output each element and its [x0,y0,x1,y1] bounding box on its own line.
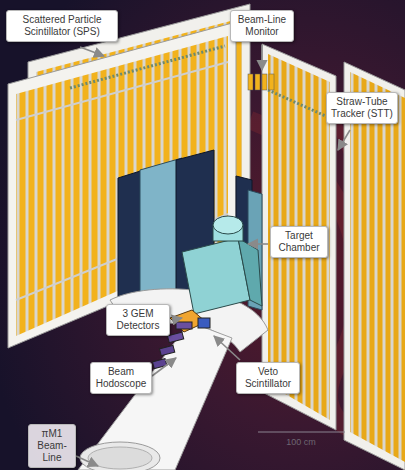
callout-box: 3 GEM Detectors [106,304,170,336]
sps-right-wall [262,44,405,470]
leader-arrows [76,45,350,466]
scale-label: 100 cm [276,437,326,447]
callout-label: Beam-Line Monitor [235,14,289,38]
scale-bar [258,432,345,433]
callout-label: Veto Scintillator [241,366,295,390]
callout-label: 3 GEM Detectors [111,308,165,332]
callout-box: πM1 Beam-Line [28,424,76,468]
callout-label: Straw-Tube Tracker (STT) [331,96,393,120]
callout-label: πM1 Beam-Line [33,428,71,464]
target-chamber [182,216,262,314]
callout-box: Beam-Line Monitor [230,10,294,42]
callout-box: Target Chamber [270,226,328,258]
beam-line-monitor [248,74,274,90]
callout-label: Beam Hodoscope [95,366,147,390]
callout-box: Straw-Tube Tracker (STT) [326,92,398,124]
callout-box: Scattered Particle Scintillator (SPS) [6,10,118,42]
callout-box: Veto Scintillator [236,362,300,394]
callout-label: Scattered Particle Scintillator (SPS) [11,14,113,38]
callout-box: Beam Hodoscope [90,362,152,394]
callout-label: Target Chamber [275,230,323,254]
